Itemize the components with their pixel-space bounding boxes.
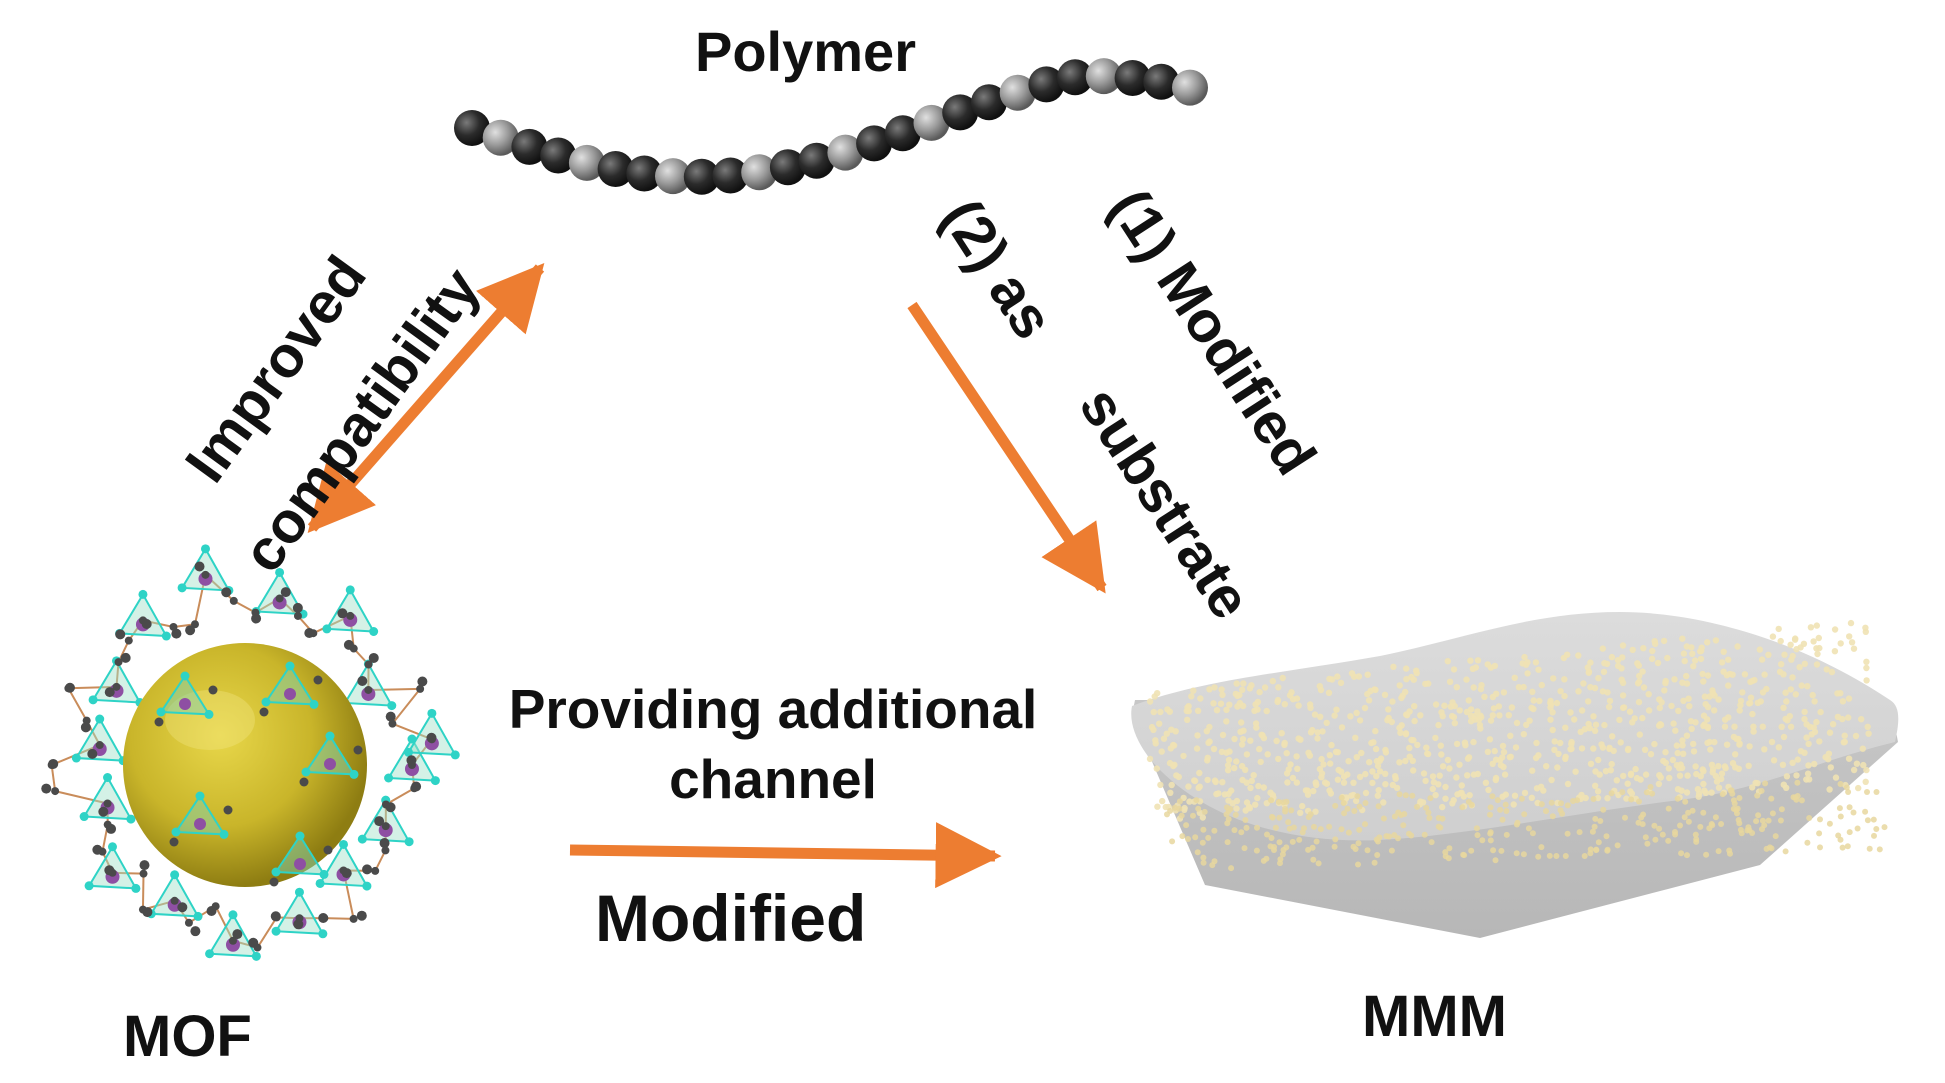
polymer-bead [712,157,749,194]
polymer-bead [827,134,864,171]
polymer-bead [568,144,605,181]
edge-label-channel: channel [669,748,877,810]
polymer-bead [1085,58,1122,95]
polymer-bead [482,119,519,156]
polymer-bead [884,115,921,152]
polymer-bead [1143,63,1180,100]
mmm-label: MMM [1362,984,1507,1049]
edge-label-providing-additional: Providing additional [508,678,1038,740]
polymer-bead [942,94,979,131]
edge-label-modified: Modified [595,881,867,955]
mmm-membrane-illustration [1131,612,1899,938]
polymer-label: Polymer [695,20,916,83]
polymer-bead [769,149,806,186]
polymer-bead [454,110,490,146]
polymer-bead [1172,69,1208,106]
polymer-bead [856,125,893,162]
polymer-bead [597,151,634,187]
arrow-polymer-mof [307,263,545,533]
arrows-layer [307,263,1107,889]
polymer-bead [626,155,663,192]
mof-label: MOF [123,1004,252,1069]
polymer-bead [971,84,1007,121]
arrow-polymer-mmm [907,301,1107,594]
polymer-bead [655,158,691,195]
polymer-bead [1028,66,1065,103]
polymer-bead [913,104,950,141]
polymer-bead [511,128,548,165]
mof-illustration [41,544,460,961]
polymer-bead [1057,59,1094,96]
polymer-bead [798,142,835,179]
polymer-bead [1114,60,1151,96]
polymer-bead [741,154,778,191]
polymer-bead [683,158,720,195]
polymer-chain-illustration [454,58,1208,195]
polymer-bead [999,74,1036,111]
arrow-mof-mmm [569,822,1002,889]
polymer-bead [540,137,577,174]
